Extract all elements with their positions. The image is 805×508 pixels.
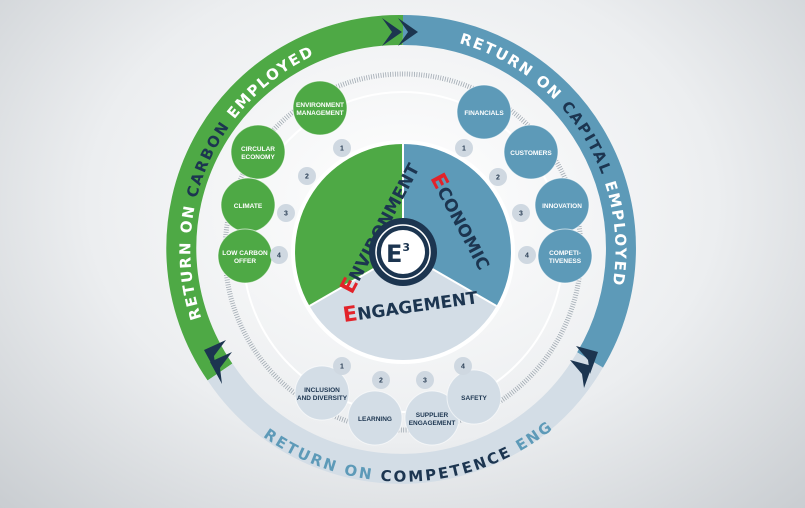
carbon-arc: [166, 14, 404, 381]
engagement-item[interactable]: SAFETY 4: [446, 357, 502, 425]
item-label: AND DIVERSITY: [297, 395, 348, 402]
number-badge: [454, 357, 472, 375]
number-label: 2: [305, 174, 309, 181]
item-label: LOW CARBON: [222, 250, 268, 257]
number-label: 4: [461, 364, 465, 371]
environment-item[interactable]: CLIMATE 3: [220, 177, 295, 233]
e3-badge-inner: [381, 230, 425, 274]
item-label: INCLUSION: [304, 387, 340, 394]
number-badge: [333, 357, 351, 375]
items: ENVIRONMENTMANAGEMENT1CIRCULARECONOMY2CL…: [217, 80, 593, 446]
number-label: 1: [462, 146, 466, 153]
item-label: ENGAGEMENT: [409, 420, 456, 427]
number-label: 3: [423, 378, 427, 385]
item-label: ENVIRONMENT: [296, 102, 344, 109]
number-label: 2: [496, 175, 500, 182]
item-label: INNOVATION: [542, 203, 582, 210]
economic-item[interactable]: COMPETI-TIVENESS 4: [518, 228, 593, 284]
item-label: COMPETI-: [549, 250, 581, 257]
item-label: ECONOMY: [241, 154, 275, 161]
item-label: OFFER: [234, 258, 256, 265]
chevron-down-icon: [576, 346, 598, 374]
item-label: TIVENESS: [549, 258, 582, 265]
segment-engagement[interactable]: [309, 252, 497, 360]
number-label: 4: [277, 253, 281, 260]
item-label: CLIMATE: [234, 203, 263, 210]
item-circle: [294, 365, 350, 421]
chevron-right-icon: [382, 18, 402, 46]
number-badge: [333, 139, 351, 157]
item-label: LEARNING: [358, 416, 392, 423]
number-badge: [372, 371, 390, 389]
item-label: SUPPLIER: [416, 412, 449, 419]
item-circle: [446, 369, 502, 425]
item-label: CIRCULAR: [241, 146, 275, 153]
chevron-up-icon: [210, 352, 232, 384]
item-circle: [292, 80, 348, 136]
item-circle: [537, 228, 593, 284]
item-circle: [347, 390, 403, 446]
e3-label: E3: [386, 240, 410, 268]
item-label: SAFETY: [461, 395, 487, 402]
number-badge: [298, 167, 316, 185]
pie: ENVIRONMENT ECONOMIC ENGAGEMENT E3: [291, 140, 515, 364]
item-label: MANAGEMENT: [296, 110, 343, 117]
item-circle: [456, 84, 512, 140]
number-label: 1: [340, 146, 344, 153]
item-label: CUSTOMERS: [510, 150, 552, 157]
item-circle: [230, 124, 286, 180]
number-label: 3: [284, 211, 288, 218]
item-label: FINANCIALS: [464, 110, 504, 117]
number-label: 1: [340, 364, 344, 371]
number-badge: [277, 204, 295, 222]
number-badge: [518, 246, 536, 264]
number-badge: [512, 204, 530, 222]
chevron-up-icon: [204, 340, 226, 372]
number-badge: [455, 139, 473, 157]
capital-arc: [402, 15, 636, 368]
number-label: 4: [525, 253, 529, 260]
economic-item[interactable]: CUSTOMERS 2: [489, 124, 559, 186]
number-label: 2: [379, 378, 383, 385]
engagement-item[interactable]: LEARNING 2: [347, 371, 403, 446]
chevron-right-icon: [398, 18, 418, 46]
number-badge: [270, 246, 288, 264]
e3-badge-ring: [375, 224, 431, 280]
number-badge: [489, 168, 507, 186]
number-badge: [416, 371, 434, 389]
economic-item[interactable]: INNOVATION 3: [512, 177, 590, 233]
number-label: 3: [519, 211, 523, 218]
chevron-down-icon: [570, 360, 592, 388]
economic-item[interactable]: FINANCIALS 1: [455, 84, 512, 157]
competence-arc: [207, 352, 603, 484]
item-circle: [503, 124, 559, 180]
